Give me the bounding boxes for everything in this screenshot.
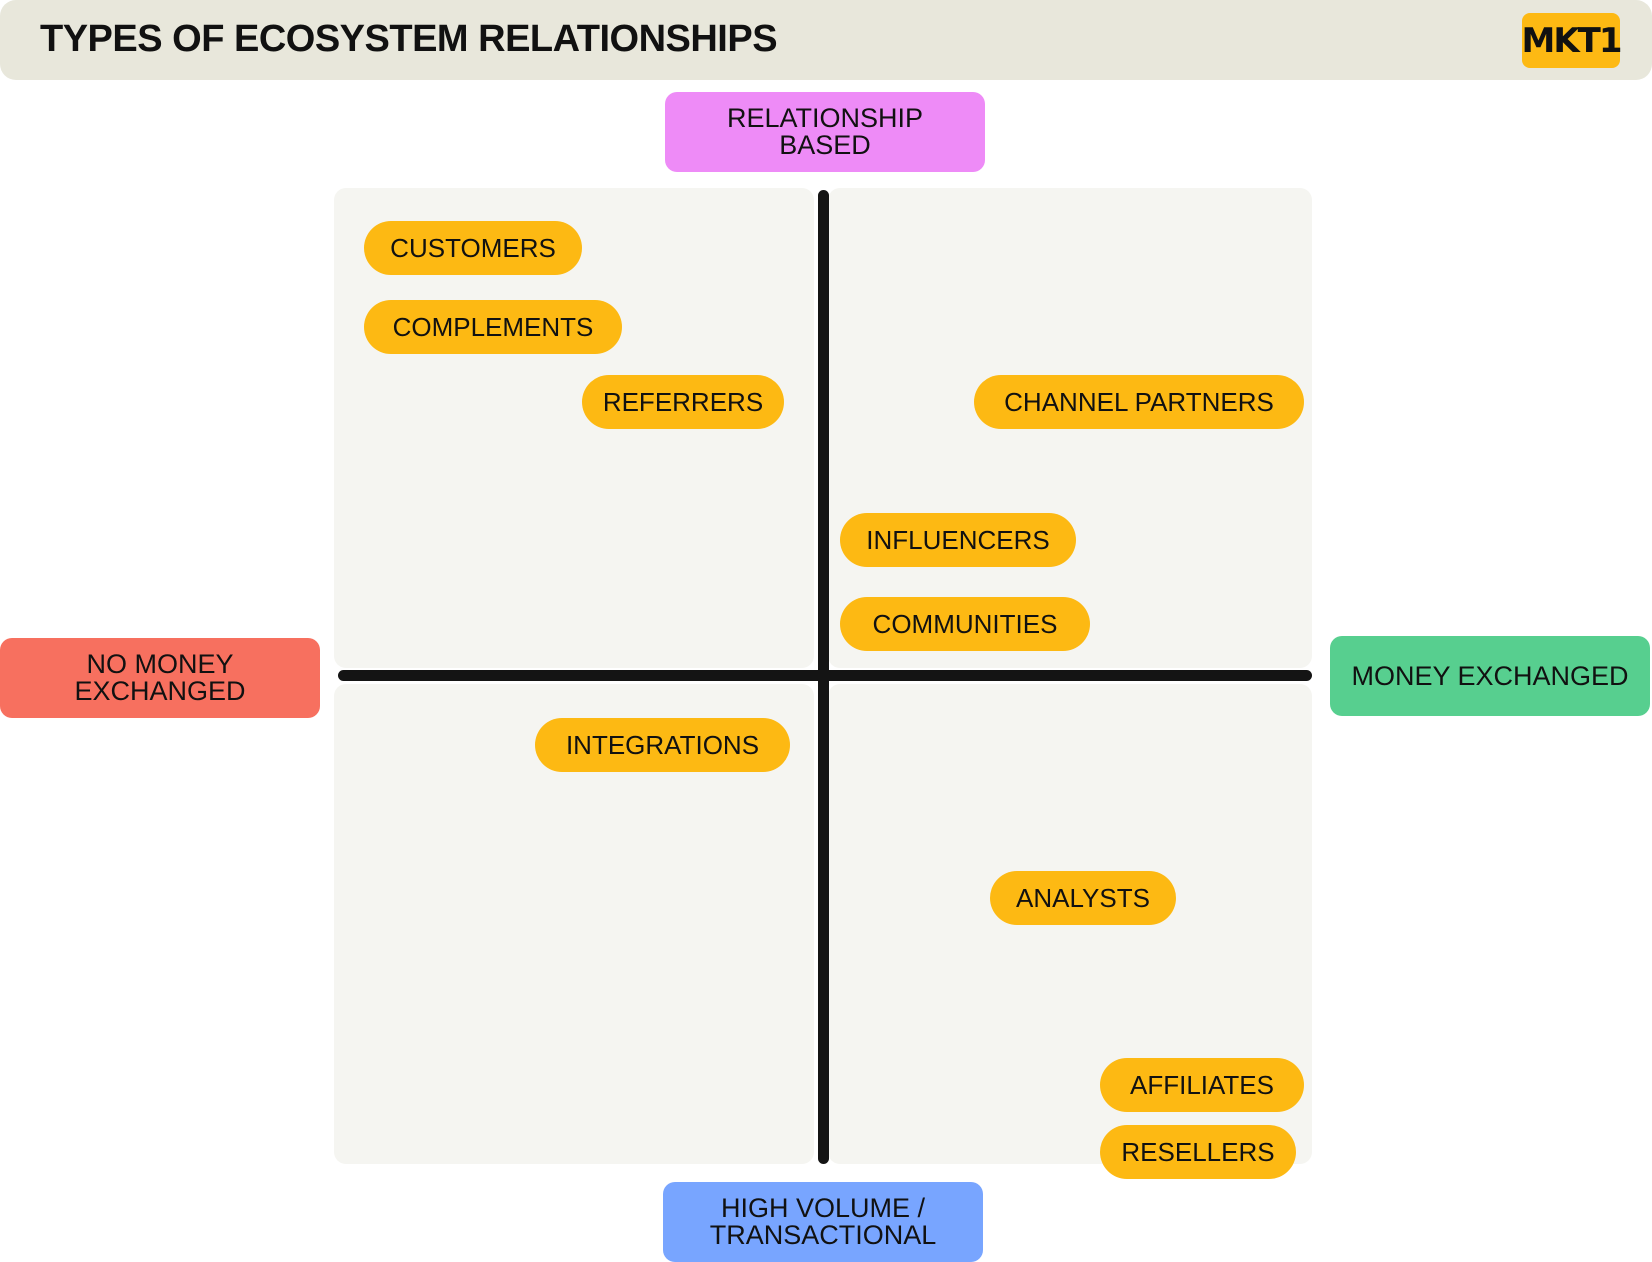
page-title: TYPES OF ECOSYSTEM RELATIONSHIPS xyxy=(40,18,778,60)
relationship-resellers: RESELLERS xyxy=(1100,1125,1296,1179)
relationship-analysts: ANALYSTS xyxy=(990,871,1176,925)
axis-label-top: RELATIONSHIP BASED xyxy=(665,92,985,172)
title-bar: TYPES OF ECOSYSTEM RELATIONSHIPS MKT1 xyxy=(0,0,1652,80)
relationship-complements: COMPLEMENTS xyxy=(364,300,622,354)
brand-logo: MKT1 xyxy=(1521,13,1623,68)
axis-label-left: NO MONEY EXCHANGED xyxy=(0,638,320,718)
relationship-integrations: INTEGRATIONS xyxy=(535,718,790,772)
relationship-affiliates: AFFILIATES xyxy=(1100,1058,1304,1112)
relationship-customers: CUSTOMERS xyxy=(364,221,582,275)
horizontal-axis-line xyxy=(338,670,1312,681)
axis-label-right: MONEY EXCHANGED xyxy=(1330,636,1650,716)
relationship-channel-partners: CHANNEL PARTNERS xyxy=(974,375,1304,429)
relationship-influencers: INFLUENCERS xyxy=(840,513,1076,567)
axis-label-bottom: HIGH VOLUME / TRANSACTIONAL xyxy=(663,1182,983,1262)
relationship-communities: COMMUNITIES xyxy=(840,597,1090,651)
relationship-referrers: REFERRERS xyxy=(582,375,784,429)
